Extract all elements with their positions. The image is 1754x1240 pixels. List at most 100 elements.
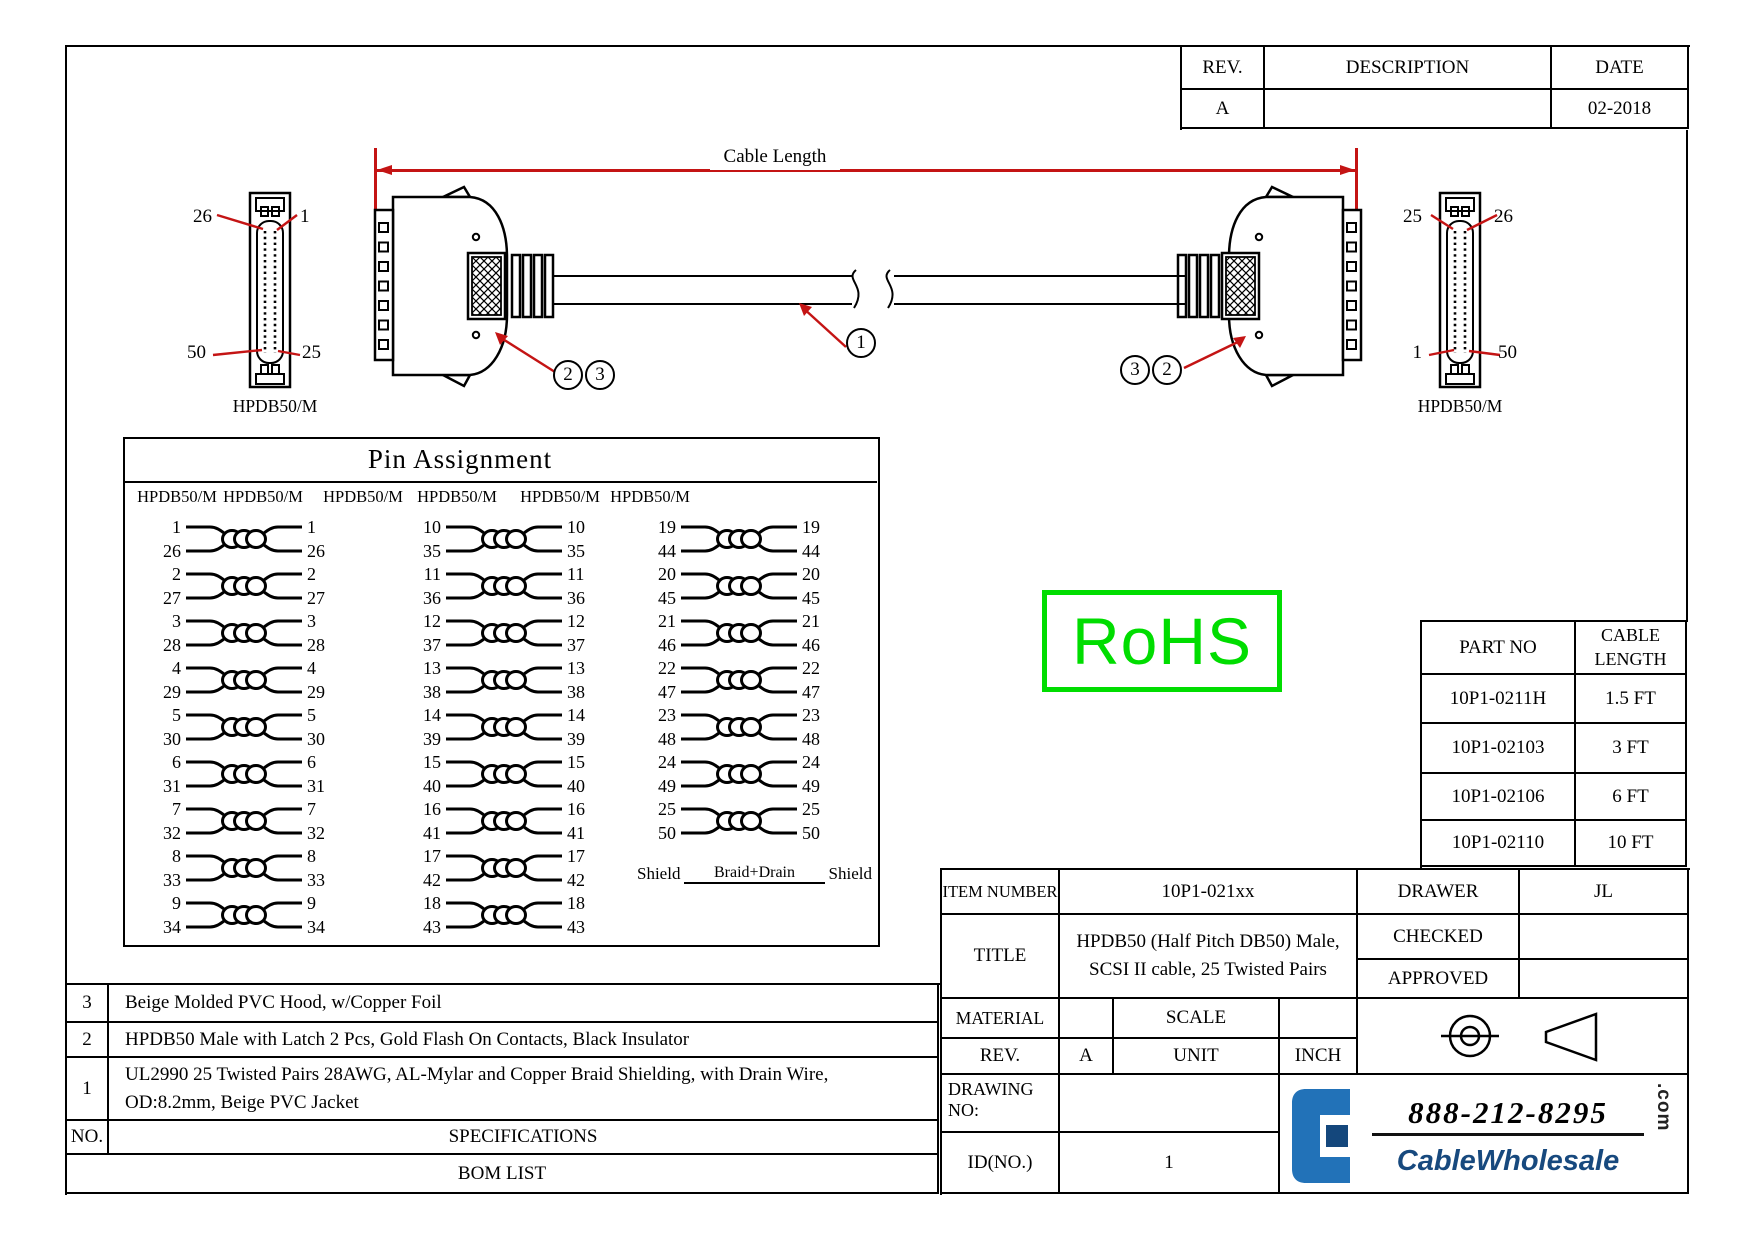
description-header-cell: DESCRIPTION (1265, 47, 1552, 90)
pin-number: 11 (567, 563, 585, 584)
twisted-pair-icon (186, 619, 302, 646)
right-connector-caption: HPDB50/M (1417, 396, 1503, 416)
unit-value-cell: INCH (1280, 1039, 1358, 1075)
pin-pair-right-numbers: 18 43 (564, 894, 606, 936)
pin-pair-row: 3 28 3 28 (142, 609, 346, 656)
approved-label-cell: APPROVED (1358, 960, 1520, 999)
pin-pair-left-numbers: 6 31 (142, 753, 184, 795)
pin-pair-row: 23 48 23 48 (637, 703, 841, 750)
material-label-cell: MATERIAL (942, 999, 1060, 1039)
pin-number: 4 (307, 657, 316, 678)
pin-number: 46 (658, 634, 676, 655)
pin-number: 31 (307, 775, 325, 796)
pin-pair-left-numbers: 21 46 (637, 612, 679, 654)
pin-number: 35 (567, 540, 585, 561)
pin-pair-left-numbers: 1 26 (142, 518, 184, 560)
pin-number: 10 (423, 516, 441, 537)
bom-spec-cell: Beige Molded PVC Hood, w/Copper Foil (109, 985, 939, 1023)
pin-number: 39 (423, 728, 441, 749)
pin-pair-row: 14 39 14 39 (402, 703, 606, 750)
pin-number: 26 (307, 540, 325, 561)
pin-pair-row: 4 29 4 29 (142, 656, 346, 703)
balloon-3-left: 3 (585, 360, 615, 390)
dimension-arrow-right-icon (1340, 165, 1355, 175)
pin-pair-left-numbers: 2 27 (142, 565, 184, 607)
pin-number: 49 (658, 775, 676, 796)
pin-number: 14 (423, 704, 441, 725)
pin-pair-left-numbers: 24 49 (637, 753, 679, 795)
twisted-pair-icon (186, 854, 302, 881)
pin-number: 9 (172, 892, 181, 913)
pin-number: 5 (307, 704, 316, 725)
approved-value-cell (1520, 960, 1689, 999)
date-header-cell: DATE (1552, 47, 1689, 90)
left-pin-1-label: 1 (300, 206, 310, 227)
drawing-no-label-cell: DRAWING NO: (942, 1075, 1060, 1133)
cone-projection-icon (1544, 1012, 1597, 1062)
twisted-pair-icon (186, 760, 302, 787)
left-balloon-leader (495, 332, 556, 374)
pin-pair-row: 21 46 21 46 (637, 609, 841, 656)
pin-number: 25 (802, 798, 820, 819)
twisted-pair-icon (681, 525, 797, 552)
pin-pair-right-numbers: 19 44 (799, 518, 841, 560)
material-value-cell (1060, 999, 1114, 1039)
pin-pair-right-numbers: 1 26 (304, 518, 346, 560)
pin-number: 18 (567, 892, 585, 913)
pin-pair-right-numbers: 13 38 (564, 659, 606, 701)
twisted-pair-icon (446, 666, 562, 693)
bom-spec-cell: HPDB50 Male with Latch 2 Pcs, Gold Flash… (109, 1023, 939, 1058)
pin-number: 49 (802, 775, 820, 796)
pin-number: 31 (163, 775, 181, 796)
right-pin-50-label: 50 (1498, 342, 1517, 363)
pin-number: 32 (163, 822, 181, 843)
pin-number: 15 (423, 751, 441, 772)
twisted-pair-icon (446, 854, 562, 881)
pin-number: 33 (163, 869, 181, 890)
logo-company-name: CableWholesale (1396, 1145, 1620, 1177)
pin-pair-left-numbers: 17 42 (402, 847, 444, 889)
pin-pair-left-numbers: 11 36 (402, 565, 444, 607)
title-value-cell: HPDB50 (Half Pitch DB50) Male, SCSI II c… (1060, 915, 1358, 999)
pin-number: 37 (567, 634, 585, 655)
twisted-pair-icon (186, 525, 302, 552)
pin-number: 19 (658, 516, 676, 537)
braid-drain-label: Braid+Drain (714, 864, 795, 881)
pin-number: 47 (802, 681, 820, 702)
rev-value-cell: A (1060, 1039, 1114, 1075)
rev-label-cell: REV. (942, 1039, 1060, 1075)
pin-pair-row: 1 26 1 26 (142, 515, 346, 562)
pin-pair-right-numbers: 6 31 (304, 753, 346, 795)
pin-number: 2 (307, 563, 316, 584)
left-connector-front-icon (212, 191, 301, 389)
twisted-pair-icon (186, 572, 302, 599)
pin-number: 16 (567, 798, 585, 819)
pin-number: 30 (163, 728, 181, 749)
item-number-value-cell: 10P1-021xx (1060, 870, 1358, 915)
balloon-2-left: 2 (553, 360, 583, 390)
pin-pair-row: 15 40 15 40 (402, 750, 606, 797)
pin-pair-left-numbers: 10 35 (402, 518, 444, 560)
checked-label-cell: CHECKED (1358, 915, 1520, 960)
pin-number: 18 (423, 892, 441, 913)
dimension-extension-line-right (1355, 148, 1358, 252)
pin-pair-right-numbers: 14 39 (564, 706, 606, 748)
pin-column-2: 10 35 10 35 11 36 (402, 515, 606, 938)
pin-pair-row: 6 31 6 31 (142, 750, 346, 797)
logo-cell: 888-212-8295 CableWholesale .com (1280, 1075, 1689, 1194)
pin-number: 22 (802, 657, 820, 678)
pin-pair-left-numbers: 18 43 (402, 894, 444, 936)
pin-pair-left-numbers: 8 33 (142, 847, 184, 889)
dimension-extension-line-left (374, 148, 377, 252)
twisted-pair-icon (681, 760, 797, 787)
twisted-pair-icon (681, 666, 797, 693)
item-number-label-cell: ITEM NUMBER (942, 870, 1060, 915)
pin-pair-right-numbers: 5 30 (304, 706, 346, 748)
balloon-2-right: 2 (1152, 355, 1182, 385)
pin-number: 39 (567, 728, 585, 749)
balloon-1-cable: 1 (846, 328, 876, 358)
bom-table: 3 Beige Molded PVC Hood, w/Copper Foil 2… (65, 983, 940, 1195)
pin-number: 41 (567, 822, 585, 843)
pin-pair-right-numbers: 2 27 (304, 565, 346, 607)
